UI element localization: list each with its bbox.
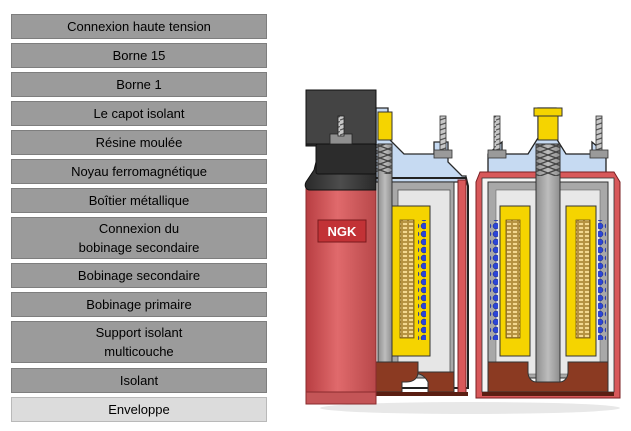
- menu-item-noyau-ferromagnetique[interactable]: Noyau ferromagnétique: [11, 159, 267, 184]
- menu-item-label: Boîtier métallique: [88, 193, 190, 208]
- base-insulator: [487, 361, 609, 393]
- menu-item-connexion-bobinage-secondaire[interactable]: Connexion du bobinage secondaire: [11, 217, 267, 259]
- terminal-stud-exterior: [337, 115, 345, 137]
- casing-bottom: [305, 391, 377, 405]
- primary-winding-cut: [418, 220, 426, 340]
- menu-item-label: Noyau ferromagnétique: [71, 164, 207, 179]
- brand-label: NGK: [328, 224, 358, 239]
- menu-item-label-line2: bobinage secondaire: [78, 240, 200, 255]
- menu-item-connexion-haute-tension[interactable]: Connexion haute tension: [11, 14, 267, 39]
- menu-item-support-isolant-multicouche[interactable]: Support isolant multicouche: [11, 321, 267, 363]
- cap-shoulder: [315, 143, 377, 175]
- menu-item-label: Borne 15: [112, 48, 166, 63]
- ignition-coil-illustration: NGK: [304, 89, 621, 414]
- primary-winding-right: [598, 220, 606, 340]
- terminal-stud-left: [493, 115, 501, 151]
- menu-item-label-line2: multicouche: [104, 344, 174, 359]
- secondary-winding-cut: [399, 219, 415, 339]
- magnetic-core: [535, 143, 561, 393]
- terminal-stud-cut: [439, 115, 447, 151]
- menu-item-borne-1[interactable]: Borne 1: [11, 72, 267, 97]
- coil-exterior-cutaway: NGK: [304, 89, 469, 405]
- brand-plate: [317, 219, 367, 243]
- menu-item-capot-isolant[interactable]: Le capot isolant: [11, 101, 267, 126]
- terminal-stud-right: [595, 115, 603, 151]
- menu-item-label: Bobinage primaire: [86, 297, 192, 312]
- secondary-winding-left: [505, 219, 521, 339]
- menu-item-borne-15[interactable]: Borne 15: [11, 43, 267, 68]
- menu-item-enveloppe[interactable]: Enveloppe: [11, 397, 267, 422]
- menu-item-boitier-metallique[interactable]: Boîtier métallique: [11, 188, 267, 213]
- menu-item-label: Le capot isolant: [93, 106, 185, 121]
- menu-item-label: Connexion du: [98, 221, 180, 236]
- hv-connector-cut: [377, 111, 393, 141]
- casing-edge-cut: [457, 179, 467, 395]
- terminal-nut-cut: [433, 149, 453, 159]
- menu-item-label: Isolant: [119, 373, 159, 388]
- coil-cross-section: [475, 107, 621, 399]
- primary-winding-left: [490, 220, 498, 340]
- core-spring: [536, 144, 560, 176]
- floor-shadow: [320, 402, 620, 414]
- menu-item-bobinage-secondaire[interactable]: Bobinage secondaire: [11, 263, 267, 288]
- spring-cut: [376, 144, 392, 174]
- menu-item-label: Résine moulée: [95, 135, 183, 150]
- secondary-winding-right: [575, 219, 591, 339]
- hv-connector-head: [533, 107, 563, 117]
- bottom-plate: [482, 392, 614, 396]
- menu-item-label: Enveloppe: [108, 402, 170, 417]
- casing-exterior: [305, 181, 377, 403]
- terminal-nut-right: [589, 149, 609, 159]
- bottom-plate-cut: [376, 392, 468, 396]
- menu-item-label: Connexion haute tension: [67, 19, 211, 34]
- terminal-nut-left: [487, 149, 507, 159]
- core-cut: [377, 143, 393, 393]
- menu-item-isolant[interactable]: Isolant: [11, 368, 267, 393]
- menu-item-bobinage-primaire[interactable]: Bobinage primaire: [11, 292, 267, 317]
- menu-item-resine-moulee[interactable]: Résine moulée: [11, 130, 267, 155]
- menu-item-label: Borne 1: [116, 77, 162, 92]
- menu-item-label: Bobinage secondaire: [77, 268, 201, 283]
- menu-item-label: Support isolant: [95, 325, 183, 340]
